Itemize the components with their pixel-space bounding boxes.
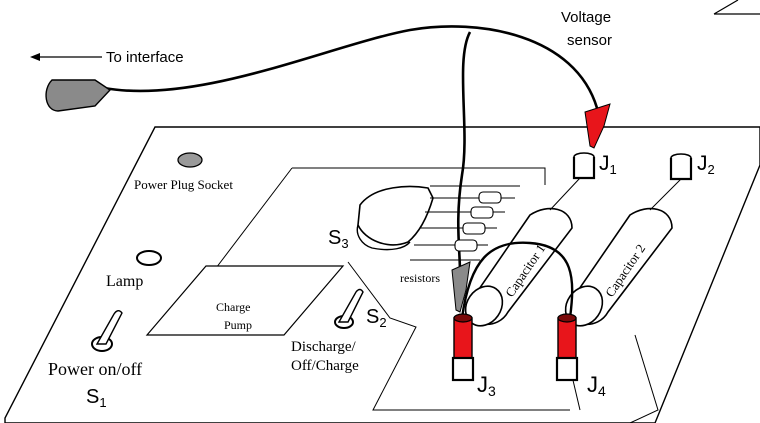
j4-subscript: 4: [598, 383, 606, 399]
jack-j4-red-plug: [557, 317, 577, 359]
jack-j4: [555, 356, 579, 382]
s1-letter: S: [86, 386, 99, 408]
jack-j2: [669, 158, 693, 181]
circuit-panel: [212, 167, 659, 423]
resistor-body: [462, 222, 486, 235]
j1-label: J1: [599, 152, 617, 177]
j3-label: J3: [477, 372, 496, 399]
j1-subscript: 1: [610, 162, 617, 177]
resistor-body: [470, 206, 494, 219]
j3-letter: J: [477, 372, 488, 397]
power-plug-socket-label: Power Plug Socket: [134, 177, 233, 192]
lamp-label: Lamp: [106, 273, 143, 290]
discharge-label-line1: Discharge/: [291, 339, 357, 355]
lamp-icon: [136, 250, 162, 266]
j4-letter: J: [587, 372, 598, 397]
jack-j3-plug-top: [453, 313, 473, 323]
capacitor-2-lead: [649, 177, 683, 211]
interface-cable: [103, 25, 599, 109]
page-corner-fragment: [713, 0, 760, 15]
capacitor-1-lead: [549, 177, 581, 211]
resistor-body: [478, 191, 502, 204]
interface-plug: [45, 79, 112, 112]
s3-label: S3: [328, 227, 349, 251]
jack-j1: [572, 157, 596, 180]
s3-letter: S: [328, 227, 341, 249]
rotary-switch-s3-knob: [357, 185, 434, 246]
discharge-label-line2: Off/Charge: [291, 358, 359, 374]
charge-pump-label-line2: Pump: [224, 318, 252, 332]
arrow-left-icon: [30, 53, 40, 61]
j4-label: J4: [587, 372, 606, 399]
voltage-sensor-clip-red: [584, 103, 611, 149]
s2-letter: S: [366, 306, 379, 328]
resistors-label: resistors: [400, 271, 440, 285]
j2-label: J2: [697, 152, 715, 177]
voltage-sensor-label-line2: sensor: [567, 32, 612, 49]
power-plug-socket-icon: [177, 152, 203, 168]
s2-subscript: 2: [379, 315, 386, 330]
s3-subscript: 3: [341, 236, 348, 251]
j3-subscript: 3: [488, 383, 496, 399]
power-switch-s1-lever: [95, 310, 123, 345]
s1-subscript: 1: [99, 395, 106, 410]
power-on-off-label: Power on/off: [48, 359, 142, 379]
s1-label: S1: [86, 386, 107, 410]
voltage-sensor-label-line1: Voltage: [561, 9, 611, 26]
resistor-bank: [410, 185, 520, 261]
jack-j3: [451, 356, 475, 382]
voltage-sensor-clip-gray: [451, 261, 471, 313]
j2-subscript: 2: [708, 162, 715, 177]
switch-s2-lever: [337, 288, 364, 323]
rotary-switch-s3-knob-side: [356, 224, 411, 251]
j2-letter: J: [697, 152, 708, 175]
jumper-wire: [460, 241, 574, 319]
resistor-body: [454, 239, 478, 252]
charge-pump-box: [145, 265, 345, 336]
jack-j3-red-plug: [453, 317, 473, 359]
j1-letter: J: [599, 152, 610, 175]
charge-pump-label-line1: Charge: [216, 300, 250, 314]
jack-j4-plug-top: [557, 313, 577, 323]
to-interface-label: To interface: [106, 49, 184, 66]
s2-label: S2: [366, 306, 387, 330]
